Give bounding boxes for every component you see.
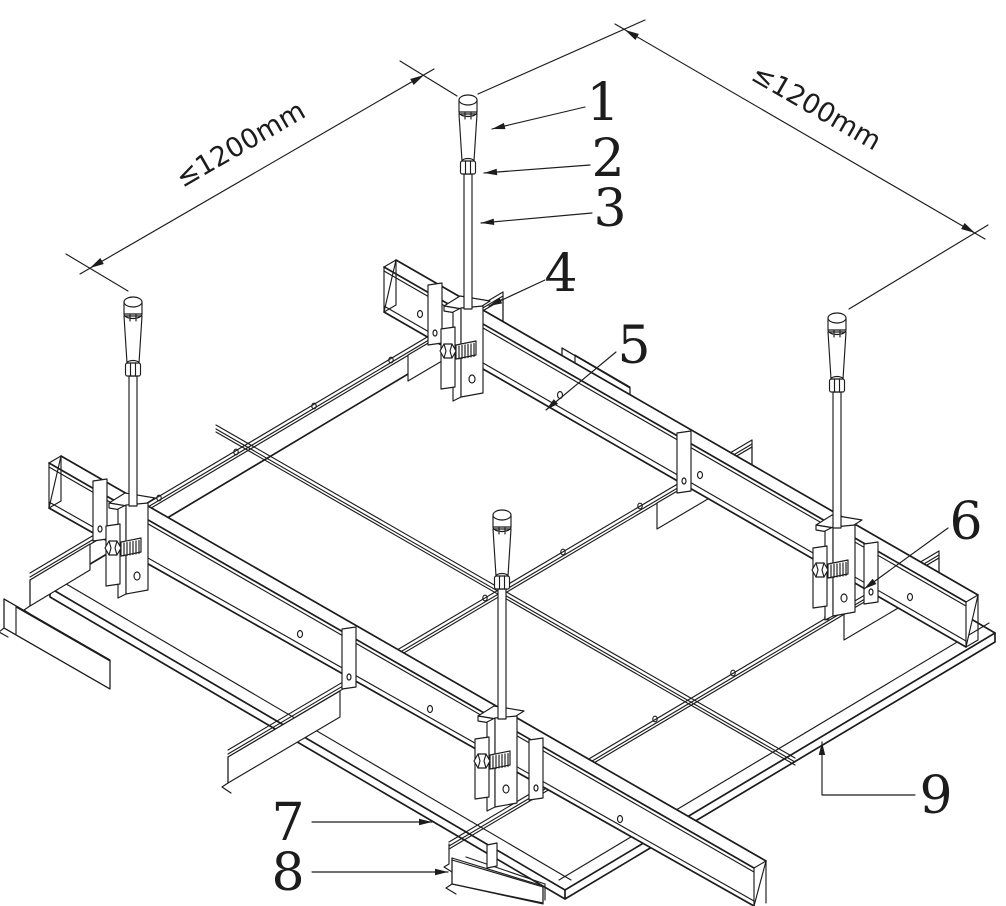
dimension-left: ≤1200mm <box>65 60 458 292</box>
edge-channel-front <box>445 842 546 905</box>
hanger-bracket <box>811 514 863 621</box>
hanger-rod <box>492 509 512 720</box>
dimension-label-right: ≤1200mm <box>746 58 886 157</box>
callout-3: 3 <box>593 179 626 239</box>
clip <box>341 626 357 690</box>
hanger-rod <box>458 94 478 310</box>
hanger-bracket <box>104 492 156 599</box>
edge-channel-left <box>0 598 111 690</box>
clip <box>92 478 108 542</box>
hanger-bracket <box>473 705 525 812</box>
connector-clips <box>92 282 879 801</box>
main-runner-front <box>48 455 767 906</box>
callout-leaders <box>311 106 949 876</box>
callout-2: 2 <box>591 129 624 189</box>
callout-8: 8 <box>271 843 304 903</box>
hanger-rod <box>123 296 143 507</box>
clip <box>427 282 443 346</box>
callout-1: 1 <box>586 73 619 133</box>
hanger-brackets <box>104 295 863 812</box>
dimension-label-left: ≤1200mm <box>171 95 311 194</box>
clip <box>863 541 879 605</box>
hanger-rod <box>827 312 847 529</box>
callout-5: 5 <box>617 316 650 376</box>
callout-numbers: 1 2 3 4 5 6 7 8 9 <box>271 73 982 903</box>
callout-9: 9 <box>919 766 952 826</box>
clip <box>676 430 692 494</box>
hanger-rods <box>123 94 847 720</box>
callout-4: 4 <box>544 244 577 304</box>
clip <box>528 737 544 801</box>
hanger-bracket <box>439 295 491 402</box>
callout-6: 6 <box>949 492 982 552</box>
callout-7: 7 <box>271 793 304 853</box>
